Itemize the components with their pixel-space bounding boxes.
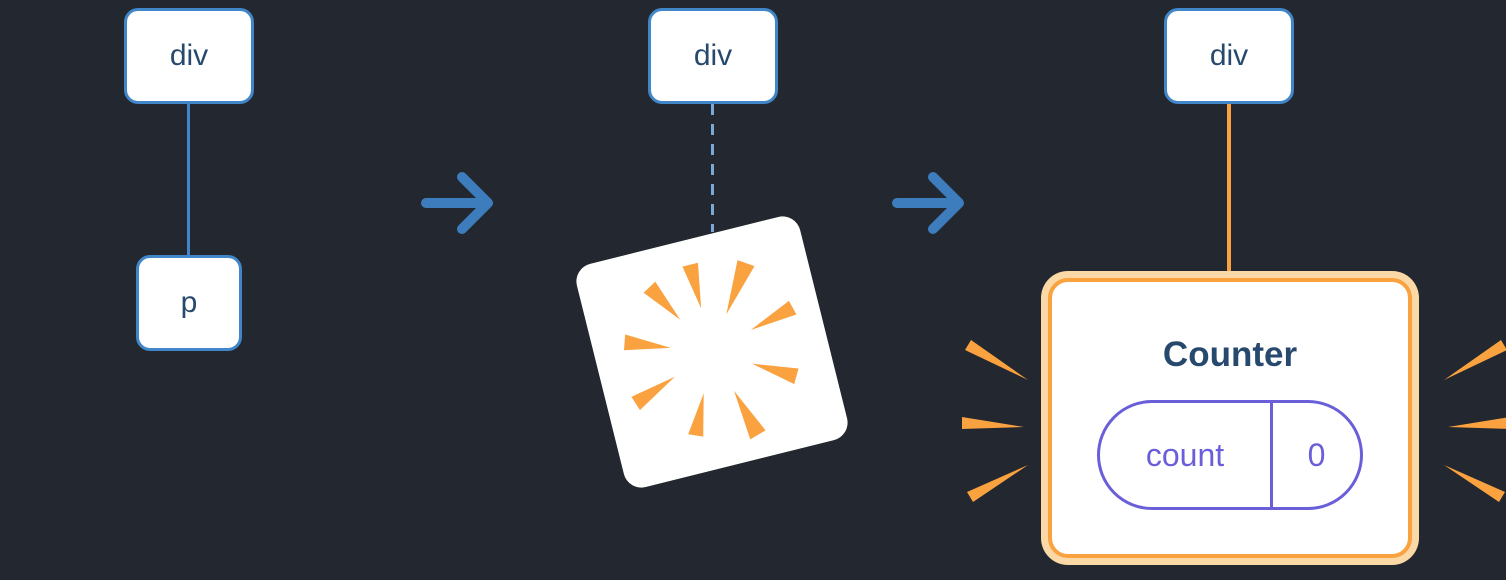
poof-sparkle-icon (623, 260, 799, 440)
state-pill: count 0 (1097, 400, 1363, 510)
dom-node-label: div (693, 39, 733, 72)
state-value: 0 (1307, 436, 1326, 473)
dom-node-label: p (180, 286, 198, 319)
dom-node-div-after: div (1164, 8, 1294, 104)
burst-rays-icon (962, 340, 1028, 502)
state-key: count (1100, 403, 1273, 507)
burst-rays-icon (1444, 340, 1506, 502)
dom-node-label: div (1209, 39, 1249, 72)
dom-node-label: div (169, 39, 209, 72)
arrow-right-icon (892, 172, 964, 234)
counter-component-card: Counter count 0 (1048, 278, 1412, 558)
dom-node-p: p (136, 255, 242, 351)
edge-div-removed (711, 104, 714, 232)
dom-node-div-before: div (124, 8, 254, 104)
edge-div-p (187, 104, 190, 255)
arrow-right-icon (421, 172, 493, 234)
removed-node-card (572, 212, 852, 492)
dom-node-div-removing: div (648, 8, 778, 104)
edge-div-counter (1227, 104, 1231, 276)
component-title: Counter (1162, 335, 1298, 374)
